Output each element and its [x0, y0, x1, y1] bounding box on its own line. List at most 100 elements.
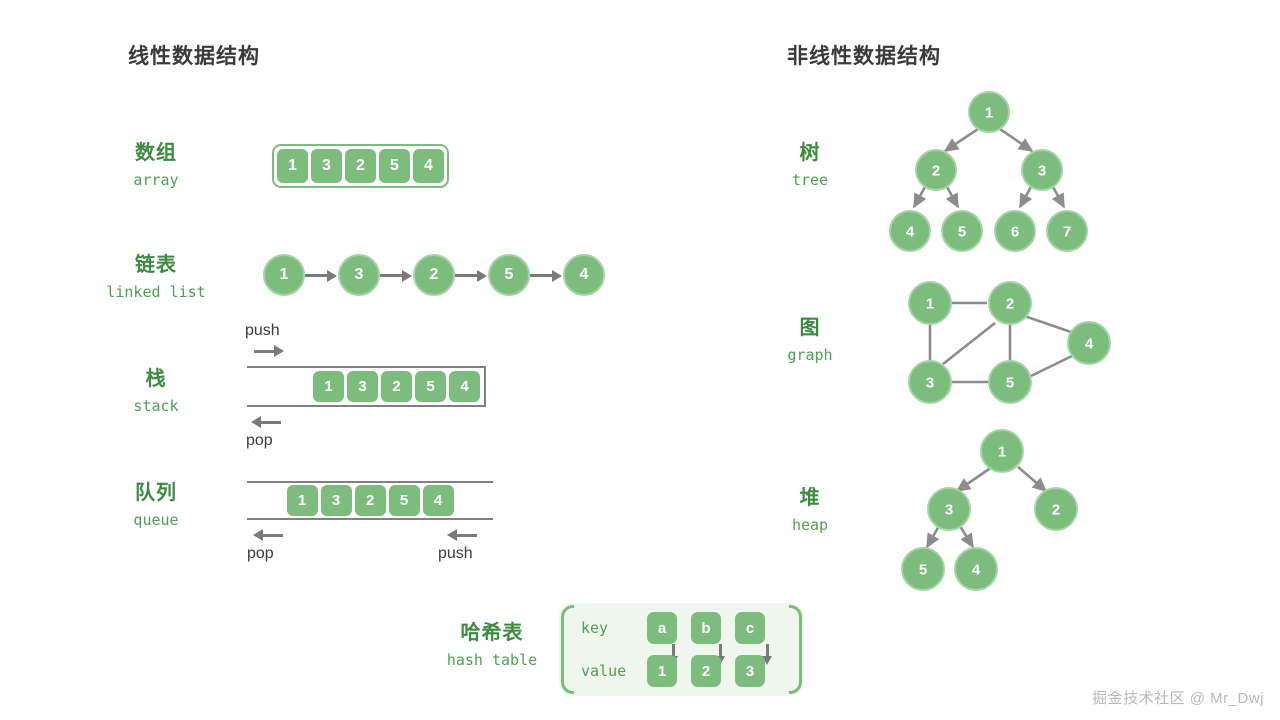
- heap-node: 4: [954, 547, 998, 591]
- array-label-cn: 数组: [135, 142, 177, 164]
- hash-key-row-label: key: [581, 619, 609, 637]
- queue-cell: 2: [354, 485, 386, 516]
- hash-key-cell: c: [735, 612, 765, 644]
- heap-label-cn: 堆: [799, 487, 821, 509]
- graph-label: 图 graph: [740, 315, 880, 366]
- tree-label-cn: 树: [799, 142, 821, 164]
- stack-cell: 1: [313, 371, 344, 402]
- stack-cell: 4: [449, 371, 480, 402]
- arrow-left-icon: [445, 529, 477, 541]
- tree-node-label: 6: [1011, 224, 1019, 241]
- tree-diagram: 1 2 3 4 5 6 7: [889, 91, 1088, 252]
- graph-node-label: 3: [926, 375, 934, 392]
- heap-label: 堆 heap: [740, 485, 880, 536]
- heap-node: 3: [927, 487, 971, 531]
- tree-node-label: 7: [1063, 224, 1071, 241]
- graph-node: 3: [908, 360, 952, 404]
- hash-value-cell: 1: [647, 655, 677, 687]
- heap-node-label: 2: [1052, 502, 1060, 519]
- linked-list-node: 4: [563, 254, 605, 296]
- array-cell: 4: [413, 149, 444, 183]
- hash-table-label-cn: 哈希表: [460, 622, 524, 644]
- arrow-right-icon: [380, 269, 413, 282]
- tree-node: 6: [994, 210, 1036, 252]
- queue-container: 1 3 2 5 4: [247, 481, 493, 520]
- queue-cell: 1: [286, 485, 318, 516]
- queue-label-cn: 队列: [135, 482, 177, 504]
- heap-node-label: 3: [945, 502, 953, 519]
- linked-list-node: 3: [338, 254, 380, 296]
- graph-node: 5: [988, 360, 1032, 404]
- linked-list-node: 2: [413, 254, 455, 296]
- tree-node: 3: [1021, 149, 1063, 191]
- watermark: 掘金技术社区 @ Mr_Dwj: [1092, 690, 1264, 707]
- hash-table-label: 哈希表 hash table: [412, 620, 572, 671]
- hash-table-container: key a b c value 1 2 3: [559, 603, 804, 696]
- heap-node-label: 1: [998, 444, 1006, 461]
- tree-node: 2: [915, 149, 957, 191]
- stack-cell: 5: [415, 371, 446, 402]
- array-cell: 5: [379, 149, 410, 183]
- linked-list-label: 链表 linked list: [86, 252, 226, 303]
- heap-node-label: 5: [919, 562, 927, 579]
- graph-label-en: graph: [787, 346, 833, 364]
- linked-list-node: 1: [263, 254, 305, 296]
- linear-section-title: 线性数据结构: [128, 45, 260, 68]
- graph-label-cn: 图: [799, 317, 821, 339]
- arrow-right-icon: [455, 269, 488, 282]
- array-cell: 2: [345, 149, 376, 183]
- queue-cell: 4: [422, 485, 454, 516]
- tree-node: 7: [1046, 210, 1088, 252]
- queue-label: 队列 queue: [86, 480, 226, 531]
- queue-cell: 5: [388, 485, 420, 516]
- heap-node: 5: [901, 547, 945, 591]
- heap-label-en: heap: [791, 516, 829, 534]
- stack-label-cn: 栈: [145, 368, 167, 390]
- tree-node-label: 5: [958, 224, 966, 241]
- heap-node: 1: [980, 429, 1024, 473]
- array-cell: 1: [277, 149, 308, 183]
- arrow-left-icon: [249, 416, 281, 428]
- arrow-right-icon: [305, 269, 338, 282]
- left-bracket-icon: [561, 605, 574, 694]
- stack-push-label: push: [245, 322, 280, 339]
- array-container: 1 3 2 5 4: [272, 144, 449, 188]
- tree-label-en: tree: [791, 171, 829, 189]
- arrow-left-icon: [251, 529, 283, 541]
- arrow-right-icon: [530, 269, 563, 282]
- heap-node-label: 4: [972, 562, 981, 579]
- linked-list-label-cn: 链表: [135, 254, 177, 276]
- queue-cell: 3: [320, 485, 352, 516]
- hash-value-row-label: value: [581, 662, 627, 680]
- tree-node-label: 4: [906, 224, 915, 241]
- tree-node-label: 1: [985, 105, 993, 122]
- linked-list-node: 5: [488, 254, 530, 296]
- array-label-en: array: [133, 171, 179, 189]
- heap-node: 2: [1034, 487, 1078, 531]
- tree-node-label: 3: [1038, 163, 1046, 180]
- graph-node: 4: [1067, 321, 1111, 365]
- array-cell: 3: [311, 149, 342, 183]
- stack-cell: 2: [381, 371, 412, 402]
- stack-container: 1 3 2 5 4: [247, 366, 486, 407]
- hash-value-cell: 3: [735, 655, 765, 687]
- stack-label: 栈 stack: [86, 366, 226, 417]
- stack-label-en: stack: [133, 397, 179, 415]
- hash-table-value-row: value 1 2 3: [581, 655, 765, 687]
- linked-list-container: 1 3 2 5 4: [263, 254, 605, 296]
- right-bracket-icon: [789, 605, 802, 694]
- arrow-right-icon: [254, 345, 286, 357]
- graph-node: 2: [988, 281, 1032, 325]
- hash-key-cell: a: [647, 612, 677, 644]
- linked-list-label-en: linked list: [106, 283, 206, 301]
- hash-table-label-en: hash table: [446, 651, 538, 669]
- tree-label: 树 tree: [740, 140, 880, 191]
- arrow-down-icon: [762, 644, 773, 666]
- tree-node: 5: [941, 210, 983, 252]
- hash-value-cell: 2: [691, 655, 721, 687]
- queue-label-en: queue: [133, 511, 179, 529]
- tree-node: 1: [968, 91, 1010, 133]
- graph-node: 1: [908, 281, 952, 325]
- graph-diagram: 1 2 3 4 5: [908, 281, 1111, 404]
